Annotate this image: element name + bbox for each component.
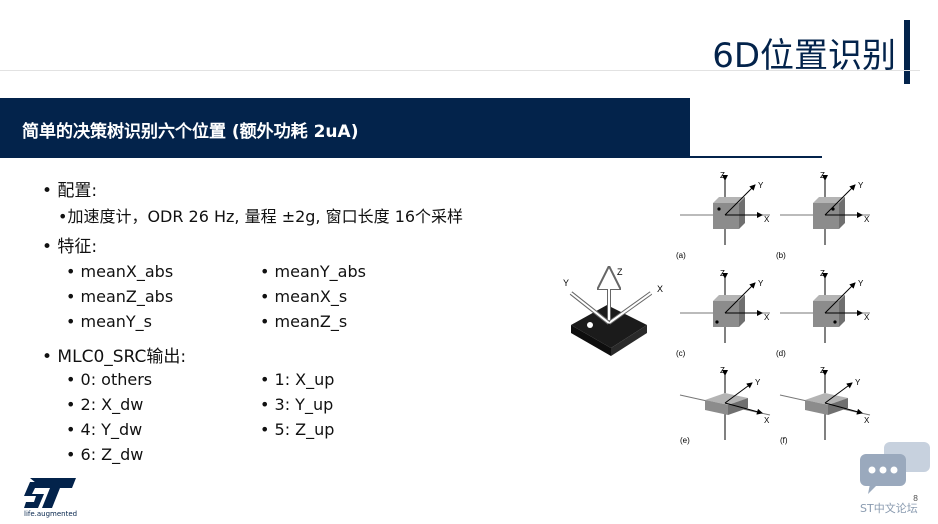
svg-text:Z: Z — [820, 269, 825, 278]
svg-text:Y: Y — [858, 181, 864, 190]
feature-item: • meanZ_s — [260, 312, 348, 331]
svg-text:X: X — [764, 416, 770, 425]
svg-text:Y: Y — [755, 378, 761, 387]
svg-text:Y: Y — [858, 279, 864, 288]
svg-text:X: X — [764, 313, 770, 322]
output-item: • 3: Y_up — [260, 395, 334, 414]
header-divider — [0, 70, 920, 71]
chip-y-label: Y — [563, 278, 569, 288]
svg-text:Z: Z — [820, 366, 825, 375]
feature-item: • meanY_abs — [260, 262, 366, 281]
panel-b: Z Y X (b) — [776, 171, 870, 260]
output-item: • 5: Z_up — [260, 420, 335, 439]
slide-title: 6D位置识别 — [712, 35, 896, 76]
logo-tagline: life.augmented — [24, 510, 78, 518]
svg-text:Z: Z — [720, 171, 725, 180]
svg-text:Z: Z — [720, 269, 725, 278]
output-item: • 0: others — [66, 370, 153, 389]
config-heading: • 配置: — [42, 181, 98, 201]
section-bar-tail — [690, 156, 822, 158]
page-number: 8 — [913, 494, 919, 503]
forum-label: ST中文论坛 — [860, 502, 918, 515]
orientation-diagrams: Z X Y Z Y X (a) — [555, 160, 895, 460]
chip-z-label: Z — [617, 267, 623, 277]
svg-text:Y: Y — [758, 279, 764, 288]
svg-text:X: X — [764, 215, 770, 224]
panel-label-e: (e) — [680, 436, 690, 445]
features-heading: • 特征: — [42, 237, 98, 257]
svg-text:Y: Y — [855, 378, 861, 387]
svg-text:X: X — [864, 416, 870, 425]
output-item: • 6: Z_dw — [66, 445, 144, 464]
panel-e: Z Y X (e) — [679, 366, 771, 445]
chip-x-label: X — [657, 284, 663, 294]
panel-label-c: (c) — [676, 349, 686, 358]
feature-item: • meanX_abs — [66, 262, 174, 281]
panel-label-d: (d) — [776, 349, 786, 358]
output-item: • 4: Y_dw — [66, 420, 143, 439]
panel-label-f: (f) — [780, 436, 788, 445]
st-logo-icon — [24, 478, 76, 508]
output-item: • 2: X_dw — [66, 395, 144, 414]
slide-title-area: 6D位置识别 — [712, 20, 910, 84]
svg-text:Y: Y — [758, 181, 764, 190]
feature-item: • meanX_s — [260, 287, 348, 306]
chip-package-drawing: Z X Y — [563, 267, 663, 356]
chat-bubble-icon — [860, 442, 930, 494]
feature-item: • meanZ_abs — [66, 287, 174, 306]
panel-label-b: (b) — [776, 251, 786, 260]
forum-watermark: ST中文论坛 — [856, 440, 936, 515]
output-heading: • MLC0_SRC输出: — [42, 347, 187, 367]
svg-text:X: X — [864, 215, 870, 224]
panel-c: Z Y X (c) — [676, 269, 770, 358]
panel-f: Z Y X (f) — [779, 366, 871, 445]
panel-label-a: (a) — [676, 251, 686, 260]
output-item: • 1: X_up — [260, 370, 335, 389]
svg-text:Z: Z — [820, 171, 825, 180]
panel-a: Z Y X (a) — [676, 171, 770, 260]
config-detail: •加速度计，ODR 26 Hz, 量程 ±2g, 窗口长度 16个采样 — [58, 207, 464, 226]
title-accent-bar — [904, 20, 910, 84]
st-logo: life.augmented — [22, 476, 78, 518]
section-heading: 简单的决策树识别六个位置 (额外功耗 2uA) — [22, 122, 359, 142]
orientation-figure: Z X Y Z Y X (a) — [563, 171, 871, 445]
svg-text:Z: Z — [720, 366, 725, 375]
svg-text:X: X — [864, 313, 870, 322]
section-heading-bar: 简单的决策树识别六个位置 (额外功耗 2uA) — [0, 98, 822, 158]
feature-item: • meanY_s — [66, 312, 153, 331]
panel-d: Z Y X (d) — [776, 269, 870, 358]
